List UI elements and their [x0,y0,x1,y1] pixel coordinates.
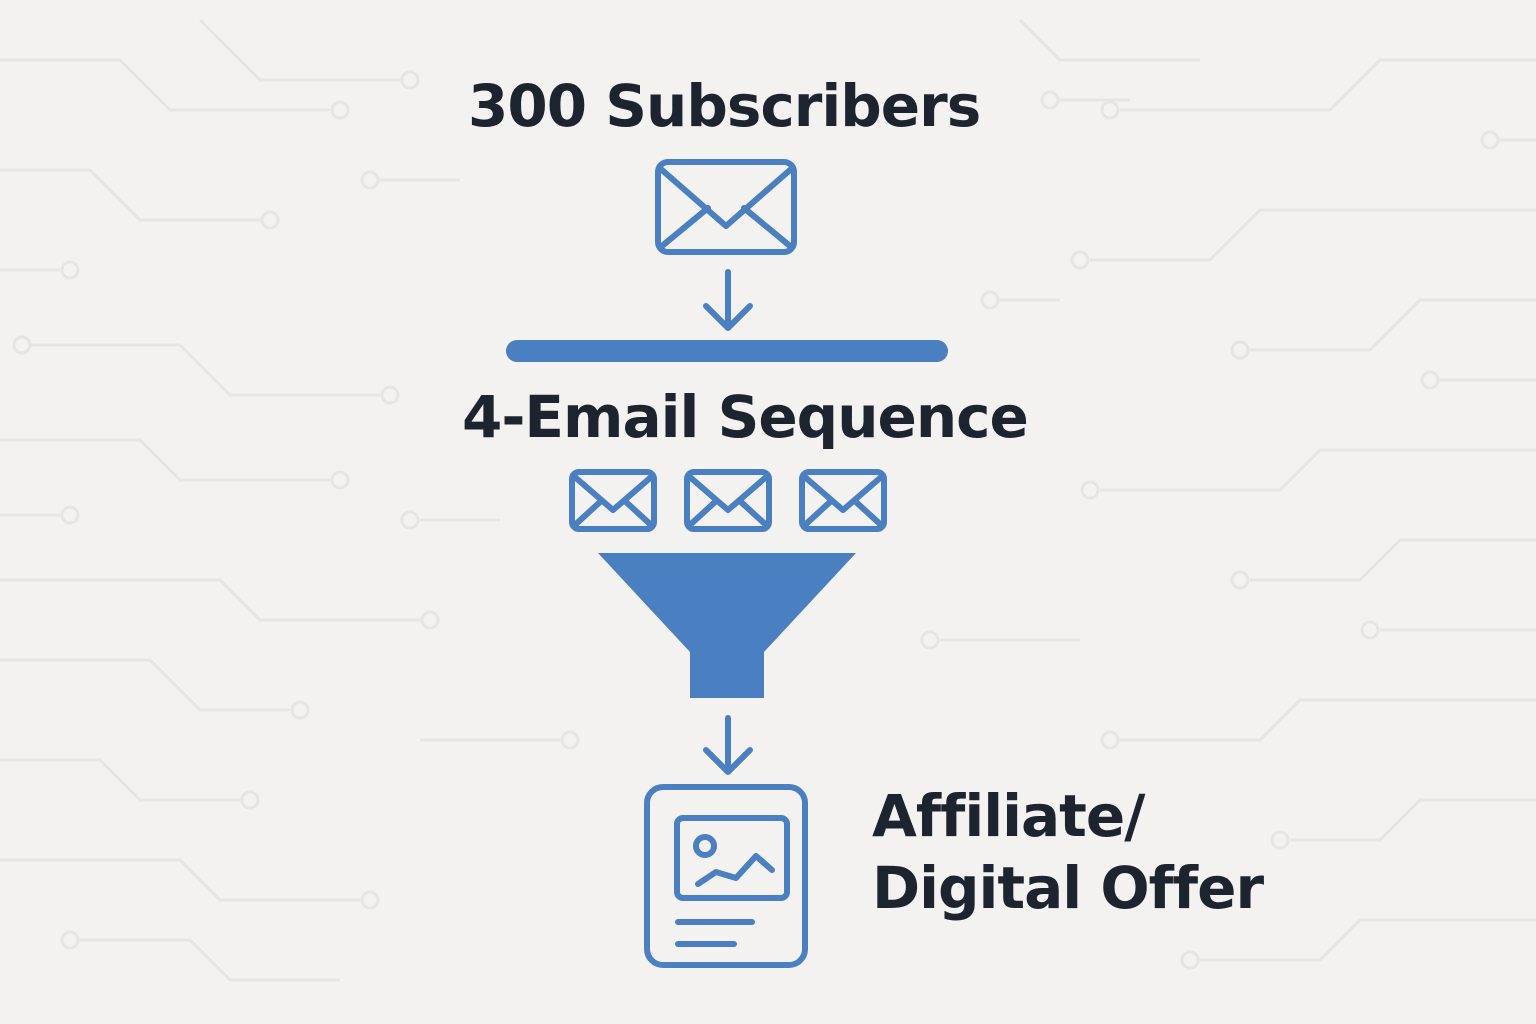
envelope-icon [799,469,887,532]
arrow-down-icon [703,715,753,775]
offer-label-line2: Digital Offer [872,854,1264,922]
arrow-down-icon [703,269,753,331]
sequence-label: 4-Email Sequence [462,383,1029,451]
offer-label-line1: Affiliate/ [872,782,1145,850]
envelope-icon [569,469,657,532]
divider-bar [506,340,948,362]
subscribers-label: 300 Subscribers [468,72,981,140]
image-document-icon [644,784,808,968]
funnel-icon [598,553,856,698]
envelope-icon [655,159,797,255]
envelope-icon [684,469,772,532]
offer-label: Affiliate/ Digital Offer [872,780,1264,924]
